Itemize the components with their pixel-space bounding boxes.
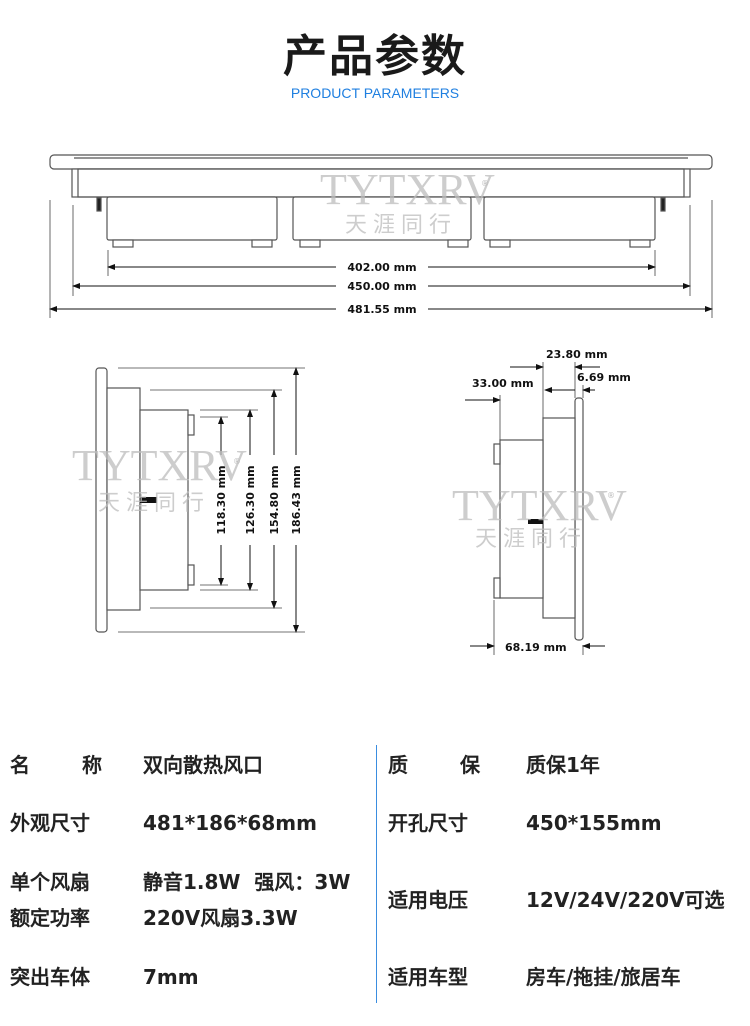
svg-text:天涯同行: 天涯同行 xyxy=(345,213,457,238)
dim-126: 126.30 mm xyxy=(244,465,257,534)
svg-text:天涯同行: 天涯同行 xyxy=(98,491,210,516)
spec-cutout-value: 450*155mm xyxy=(526,811,662,835)
spec-warranty-label: 质保 xyxy=(388,753,480,777)
spec-size-label: 外观尺寸 xyxy=(10,811,90,835)
page-title: 产品参数 xyxy=(283,31,467,82)
svg-text:®: ® xyxy=(233,457,241,466)
spec-voltage-label: 适用电压 xyxy=(388,888,468,912)
dim-481: 481.55 mm xyxy=(347,303,416,316)
svg-text:TYTXRV: TYTXRV xyxy=(72,441,247,490)
dim-23-80: 23.80 mm xyxy=(546,348,608,361)
spec-cutout-label: 开孔尺寸 xyxy=(388,811,468,835)
spec-power-label-2: 额定功率 xyxy=(10,906,90,930)
dim-450: 450.00 mm xyxy=(347,280,416,293)
spec-vehicle-label: 适用车型 xyxy=(388,965,468,989)
technical-drawings: 402.00 mm 450.00 mm 481.55 mm 118.30 mm … xyxy=(49,154,713,655)
side-view-right-drawing xyxy=(493,397,584,641)
spec-vehicle-value: 房车/拖挂/旅居车 xyxy=(526,965,681,989)
spec-warranty-value: 质保1年 xyxy=(526,753,600,777)
front-view-drawing xyxy=(49,154,713,248)
spec-power-value-2: 220V风扇3.3W xyxy=(143,906,298,930)
spec-protrusion-label: 突出车体 xyxy=(10,965,90,989)
spec-voltage-value: 12V/24V/220V可选 xyxy=(526,888,725,912)
side-view-left-drawing xyxy=(95,367,195,633)
spec-size-value: 481*186*68mm xyxy=(143,811,317,835)
watermark-left: TYTXRV ® 天涯同行 xyxy=(72,441,247,516)
svg-text:®: ® xyxy=(607,491,615,500)
dim-6-69: 6.69 mm xyxy=(577,371,631,384)
svg-text:天涯同行: 天涯同行 xyxy=(475,527,587,552)
dim-402: 402.00 mm xyxy=(347,261,416,274)
dim-186: 186.43 mm xyxy=(290,465,303,534)
dim-68-19: 68.19 mm xyxy=(505,641,567,654)
dim-33-00: 33.00 mm xyxy=(472,377,534,390)
page-subtitle: PRODUCT PARAMETERS xyxy=(290,85,460,101)
spec-name-label: 名称 xyxy=(10,753,102,777)
spec-power-value-1: 静音1.8W 强风：3W xyxy=(143,870,351,894)
spec-protrusion-value: 7mm xyxy=(143,965,199,989)
spec-power-label-1: 单个风扇 xyxy=(10,870,90,894)
dim-118: 118.30 mm xyxy=(215,465,228,534)
dim-154: 154.80 mm xyxy=(268,465,281,534)
column-divider xyxy=(376,745,377,1003)
spec-name-value: 双向散热风口 xyxy=(143,753,263,777)
watermark-front: TYTXRV ® 天涯同行 xyxy=(320,165,495,238)
svg-text:TYTXRV: TYTXRV xyxy=(452,481,627,530)
watermark-right: TYTXRV ® 天涯同行 xyxy=(452,481,627,552)
svg-text:TYTXRV: TYTXRV xyxy=(320,165,495,214)
svg-text:®: ® xyxy=(481,179,489,188)
